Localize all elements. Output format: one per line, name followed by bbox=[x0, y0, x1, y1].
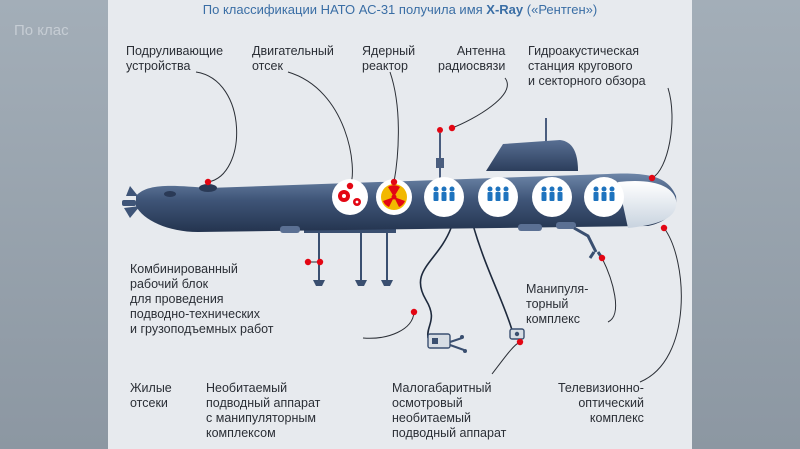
label-engine: Двигательный отсек bbox=[252, 44, 334, 73]
manipulator-arm bbox=[573, 226, 604, 259]
stern-fins bbox=[122, 186, 140, 218]
label-small-rov: Малогабаритный осмотровый необитаемый по… bbox=[392, 381, 507, 440]
gears-icon bbox=[338, 190, 361, 206]
marker-dots bbox=[204, 124, 668, 346]
label-reactor: Ядерный реактор bbox=[362, 44, 416, 73]
crew-icon bbox=[593, 186, 615, 201]
crew-icon bbox=[433, 186, 455, 201]
background-ghost-text: По клас bbox=[14, 22, 69, 39]
label-rov-manipulator: Необитаемый подводный аппарат с манипуля… bbox=[206, 381, 321, 440]
label-thrusters: Подруливающие устройства bbox=[126, 44, 224, 73]
background-left bbox=[0, 0, 108, 449]
crew-icons bbox=[433, 186, 615, 201]
crew-icon bbox=[487, 186, 509, 201]
nato-caption: По классификации НАТО АС-31 получила имя… bbox=[202, 2, 598, 17]
label-tv: Телевизионно- оптический комплекс bbox=[558, 381, 644, 425]
label-antenna: Антенна радиосвязи bbox=[438, 44, 506, 73]
nose-sonar-dome bbox=[618, 180, 677, 228]
radiation-icon bbox=[381, 184, 407, 210]
label-work-unit: Комбинированный рабочий блок для проведе… bbox=[130, 262, 274, 336]
crew-icon bbox=[541, 186, 563, 201]
rov-tethers bbox=[419, 224, 513, 339]
compartments bbox=[332, 177, 624, 217]
label-sonar: Гидроакустическая станция кругового и се… bbox=[528, 44, 646, 88]
submarine-diagram bbox=[122, 71, 682, 383]
label-living: Жилые отсеки bbox=[130, 381, 172, 410]
small-inspection-rov bbox=[509, 328, 525, 340]
label-manipulator: Манипуля- торный комплекс bbox=[526, 282, 589, 326]
infographic-panel: По классификации НАТО АС-31 получила имя… bbox=[108, 0, 692, 449]
sail bbox=[486, 140, 578, 171]
background-right bbox=[692, 0, 800, 449]
work-unit-legs bbox=[304, 228, 396, 286]
rov-manipulator-vehicle bbox=[427, 333, 467, 353]
keel-pods bbox=[280, 222, 576, 233]
masts bbox=[436, 118, 547, 178]
thrusters bbox=[164, 184, 217, 197]
